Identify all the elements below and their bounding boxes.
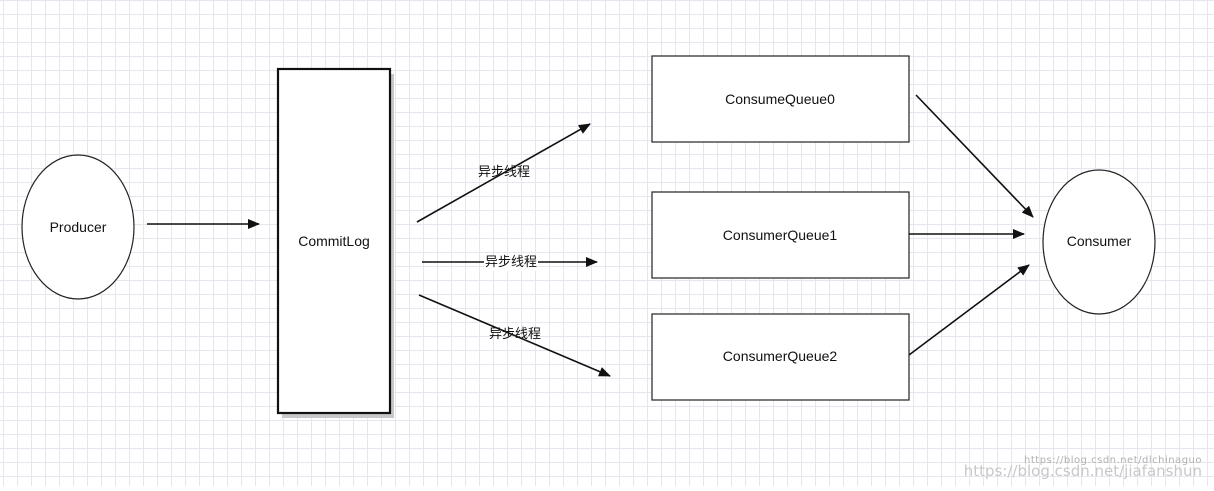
watermark-line-1: https://blog.csdn.net/dlchinaguo [1024,455,1202,466]
consume-queue-2-node: ConsumerQueue2 [651,313,910,401]
consume-queue-0-node: ConsumeQueue0 [651,55,910,143]
arrow-queue0-to-consumer [915,94,1034,218]
commitlog-label: CommitLog [298,233,370,249]
consumer-label: Consumer [1067,233,1132,249]
consumer-node: Consumer [1042,169,1156,315]
arrow-commitlog-to-queue0 [416,123,591,223]
consume-queue-1-node: ConsumerQueue1 [651,191,910,279]
edge-label-async-top: 异步线程 [478,165,531,180]
arrow-queue2-to-consumer [908,264,1030,356]
watermark-line-2: https://blog.csdn.net/jiafanshun [963,462,1202,480]
edge-label-async-bottom: 异步线程 [489,327,542,342]
commitlog-node: CommitLog [276,67,394,418]
consume-queue-1-label: ConsumerQueue1 [723,227,838,243]
consume-queue-2-label: ConsumerQueue2 [723,348,838,364]
watermark: https://blog.csdn.net/dlchinaguo https:/… [964,455,1202,480]
arrow-commitlog-to-queue2 [418,294,611,377]
producer-label: Producer [50,219,107,235]
consume-queue-0-label: ConsumeQueue0 [725,91,835,107]
edge-label-async-middle: 异步线程 [484,255,539,271]
producer-node: Producer [21,154,135,300]
